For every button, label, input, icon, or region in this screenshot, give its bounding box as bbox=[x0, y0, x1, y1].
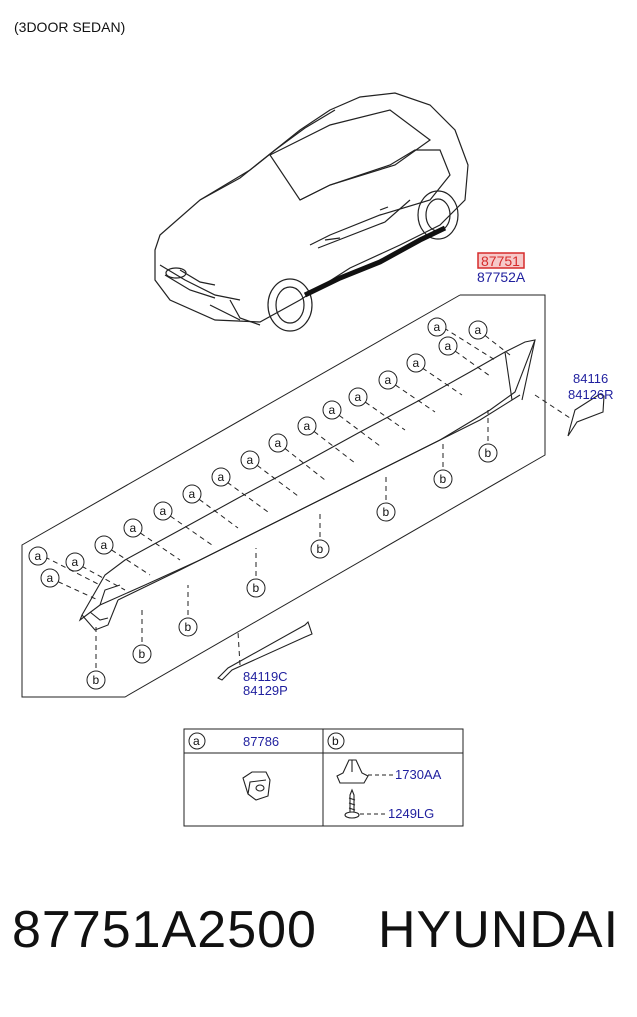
callout-a bbox=[406, 353, 426, 373]
highlight-box bbox=[477, 252, 525, 269]
legend-a-part: 87786 bbox=[243, 734, 279, 749]
part-label-moulding-b: 84129P bbox=[243, 683, 288, 698]
car-illustration bbox=[154, 92, 469, 332]
callout-letter: b bbox=[440, 472, 447, 486]
callout-letter: a bbox=[218, 470, 225, 484]
callout-letter: a bbox=[47, 571, 54, 585]
callout-letter: a bbox=[130, 521, 137, 535]
callout-letter: a bbox=[475, 323, 482, 337]
callout-a bbox=[468, 320, 488, 340]
callout-letter: a bbox=[434, 320, 441, 334]
callout-a bbox=[65, 552, 85, 572]
callout-letter: b bbox=[485, 446, 492, 460]
callout-b bbox=[132, 644, 152, 664]
legend-b-part1: 1730AA bbox=[395, 767, 442, 782]
callout-letter: a bbox=[413, 356, 420, 370]
legend-a-letter: a bbox=[193, 734, 200, 748]
clip-b-drawing-1 bbox=[336, 759, 369, 784]
callout-letter: b bbox=[139, 647, 146, 661]
callout-a bbox=[94, 535, 114, 555]
callout-a bbox=[28, 546, 48, 566]
callout-a bbox=[378, 370, 398, 390]
footer: 87751A2500 HYUNDAI bbox=[0, 900, 637, 980]
callout-a bbox=[322, 400, 342, 420]
callout-letter: a bbox=[445, 339, 452, 353]
part-label-end-cap-b: 84126R bbox=[568, 387, 614, 402]
leader-lower-moulding bbox=[237, 631, 241, 666]
footer-brand: HYUNDAI bbox=[378, 901, 620, 959]
callout-letter: a bbox=[385, 373, 392, 387]
callout-letter: a bbox=[329, 403, 336, 417]
b-callouts bbox=[86, 443, 498, 690]
assembly-frame bbox=[21, 294, 546, 698]
callout-letter: b bbox=[93, 673, 100, 687]
a-callouts bbox=[28, 317, 488, 588]
callout-letter: a bbox=[35, 549, 42, 563]
legend-b-circle bbox=[327, 732, 345, 750]
callout-letter: a bbox=[304, 419, 311, 433]
callout-letter: a bbox=[189, 487, 196, 501]
callout-letter: b bbox=[383, 505, 390, 519]
leader-end-cap bbox=[534, 394, 571, 419]
footer-part-number: 87751A2500 bbox=[12, 901, 317, 959]
part-label-end-cap-a: 84116 bbox=[573, 371, 608, 386]
callout-a bbox=[123, 518, 143, 538]
part-label-main-b: 87752A bbox=[477, 269, 526, 285]
callout-a bbox=[211, 467, 231, 487]
part-label-main-a: 87751 bbox=[481, 253, 520, 269]
callout-letter: b bbox=[253, 581, 260, 595]
callout-a bbox=[153, 501, 173, 521]
callout-letter: a bbox=[72, 555, 79, 569]
callout-a bbox=[297, 416, 317, 436]
end-cap-part bbox=[567, 393, 605, 437]
legend-b-letter: b bbox=[332, 734, 339, 748]
callout-letter: a bbox=[275, 436, 282, 450]
callout-b bbox=[478, 443, 498, 463]
legend-table bbox=[183, 728, 464, 827]
callout-a bbox=[40, 568, 60, 588]
callout-b bbox=[178, 617, 198, 637]
callout-b bbox=[86, 670, 106, 690]
callout-letter: a bbox=[101, 538, 108, 552]
callout-a bbox=[182, 484, 202, 504]
variant-label: (3DOOR SEDAN) bbox=[14, 19, 125, 35]
legend-a-circle bbox=[188, 732, 206, 750]
callout-a bbox=[268, 433, 288, 453]
lower-moulding-strip bbox=[217, 620, 313, 681]
clip-a-drawing bbox=[242, 771, 271, 801]
callout-letter: a bbox=[160, 504, 167, 518]
callout-a bbox=[438, 336, 458, 356]
side-sill-moulding bbox=[78, 339, 536, 631]
callout-a bbox=[240, 450, 260, 470]
sill-highlight-on-car bbox=[303, 225, 447, 298]
callout-a bbox=[348, 387, 368, 407]
callout-b bbox=[376, 502, 396, 522]
callout-a bbox=[427, 317, 447, 337]
callout-letter: b bbox=[185, 620, 192, 634]
clip-b-leaders bbox=[95, 410, 489, 668]
callout-b bbox=[246, 578, 266, 598]
callout-b bbox=[433, 469, 453, 489]
legend-b-part2: 1249LG bbox=[388, 806, 434, 821]
clip-a-leaders bbox=[44, 327, 511, 601]
callout-letter: a bbox=[247, 453, 254, 467]
screw-drawing bbox=[344, 788, 360, 819]
callout-b bbox=[310, 539, 330, 559]
part-label-moulding-a: 84119C bbox=[243, 669, 288, 684]
callout-letter: b bbox=[317, 542, 324, 556]
callout-letter: a bbox=[355, 390, 362, 404]
